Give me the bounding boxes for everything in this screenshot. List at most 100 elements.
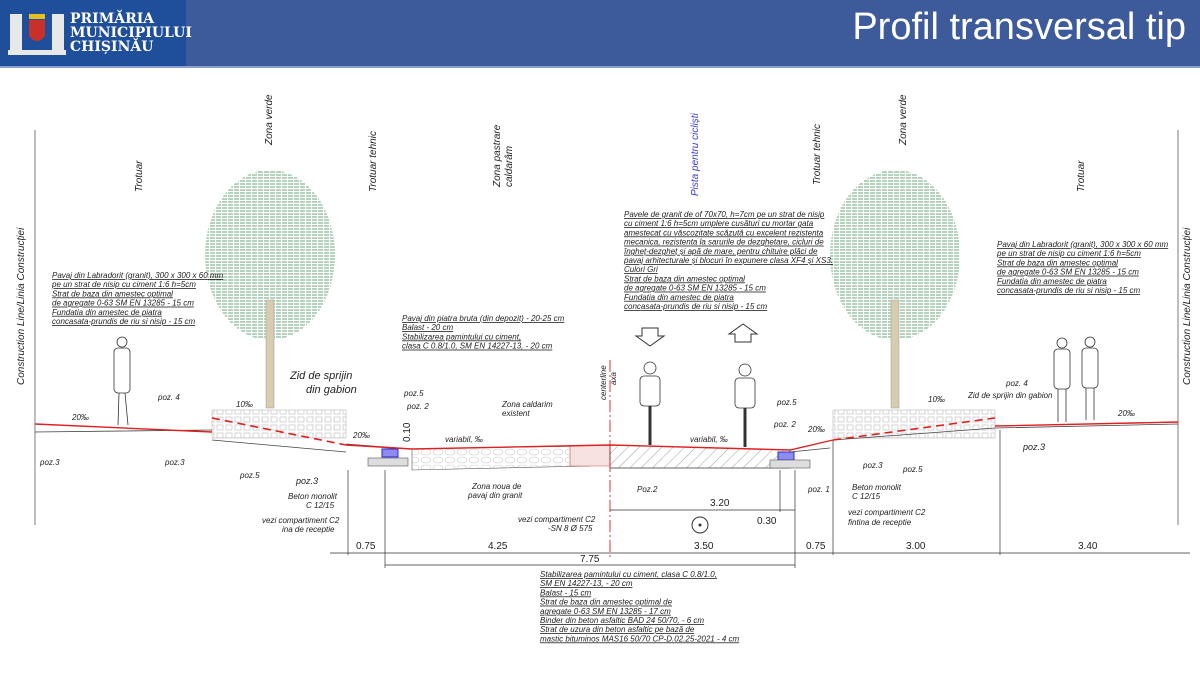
zone-label: Zona verde xyxy=(264,94,275,146)
page-title: Profil transversal tip xyxy=(852,6,1186,48)
position-label: poz.3 xyxy=(164,458,185,467)
note-line-left-sidewalk: concasata-prundis de riu si nisip - 15 c… xyxy=(52,317,196,326)
note-line-road: Strat de baza din amestec optimal de xyxy=(540,598,673,607)
pedestrian-icon xyxy=(113,336,131,426)
note-line-right-sidewalk: pe un strat de nisip cu ciment 1:6 h=5cm xyxy=(996,249,1141,258)
gabion-label: din gabion xyxy=(306,384,357,396)
gabion-wall-left xyxy=(211,409,347,439)
slope-label: 10‰ xyxy=(928,395,945,404)
new-paving-label: Zona noua de xyxy=(471,482,522,491)
arrow-up-icon xyxy=(727,323,759,343)
dimension-value: 3.20 xyxy=(710,498,730,509)
logo-line: PRIMĂRIA xyxy=(70,11,155,27)
curb-right xyxy=(777,451,795,461)
dimension-lines xyxy=(330,430,1190,568)
note-line-bike: Pavele de granit de of 70x70, h=7cm pe u… xyxy=(624,210,825,219)
dimension-value: 3.50 xyxy=(694,541,714,552)
concrete-label: C 12/15 xyxy=(306,501,335,510)
gabion-label: Zid de sprijin xyxy=(289,370,352,382)
note-line-road: mastic bituminos MAS16 50/70 CP-D.02.25-… xyxy=(540,634,740,643)
coat-of-arms-icon xyxy=(8,14,66,55)
note-line-bike: Fundatia din amestec de piatra xyxy=(624,293,734,302)
zone-label-bike: Pista pentru cicliști xyxy=(690,112,701,196)
annotation-labels: Zid de sprijin din gabion Zid de sprijin… xyxy=(39,370,1135,534)
slope-label: variabil, ‰ xyxy=(445,435,483,444)
note-line-bike: de agregate 0-63 SM EN 13285 - 15 cm xyxy=(624,284,766,293)
tree-icon xyxy=(830,170,960,409)
note-line-road: Binder din beton asfaltic BAD 24 50/70, … xyxy=(540,616,704,625)
dimension-value: 7.75 xyxy=(580,554,600,565)
concrete-base xyxy=(367,457,409,467)
note-line-road: Balast - 15 cm xyxy=(540,588,591,597)
note-line-road: Stabilizarea pamintului cu ciment, clasa… xyxy=(540,570,717,579)
zone-label: Trotuar xyxy=(134,160,145,192)
tree-icon xyxy=(205,170,335,409)
cyclist-icon xyxy=(734,363,756,447)
concrete-label: C 12/15 xyxy=(852,492,881,501)
cobblestone-zone xyxy=(411,445,591,471)
see-section-label: fintina de receptie xyxy=(848,518,912,527)
pedestrians-icon xyxy=(1053,336,1099,422)
position-label: poz.5 xyxy=(902,465,923,474)
header-bar: PRIMĂRIA MUNICIPIULUI CHIȘINĂU Profil tr… xyxy=(0,0,1200,66)
position-label: poz.5 xyxy=(776,398,797,407)
zone-labels: Trotuar Zona verde Trotuar tehnic Zona p… xyxy=(134,94,1087,196)
logo-line: CHIȘINĂU xyxy=(70,39,154,55)
position-label: poz. 2 xyxy=(773,420,796,429)
finished-surface-dashed xyxy=(211,417,996,446)
position-label: poz.3 xyxy=(1022,442,1045,452)
position-label: poz. 1 xyxy=(807,485,830,494)
dimension-value: 0.75 xyxy=(356,541,376,552)
gabion-label: Zid de sprijin din gabion xyxy=(967,391,1053,400)
note-line-bike: amestecat cu văscozitate scăzută cu exce… xyxy=(624,228,824,237)
logo-text: PRIMĂRIA MUNICIPIULUI CHIȘINĂU xyxy=(70,12,192,54)
concrete-label: Beton monolit xyxy=(852,483,902,492)
note-line-bike: concasata-prundis de riu si nisip - 15 c… xyxy=(624,302,768,311)
cyclist-icon xyxy=(639,361,661,445)
position-label: poz.5 xyxy=(239,471,260,480)
logo-line: MUNICIPIULUI xyxy=(70,25,192,41)
note-line-cobble: Balast - 20 cm xyxy=(402,323,453,332)
zone-label: Zona verde xyxy=(898,94,909,146)
concrete-base xyxy=(769,459,811,469)
note-line-left-sidewalk: Pavaj din Labradorit (granit), 300 x 300… xyxy=(52,271,224,280)
caldarim-label: existent xyxy=(502,409,530,418)
position-label: poz. 4 xyxy=(1005,379,1028,388)
construction-line-label: Construction Line/Linia Construcției xyxy=(1182,227,1193,385)
logo: PRIMĂRIA MUNICIPIULUI CHIȘINĂU xyxy=(0,0,192,66)
note-line-road: SM EN 14227-13, - 20 cm xyxy=(540,579,633,588)
annotation-notes: Pavaj din Labradorit (granit), 300 x 300… xyxy=(51,210,1169,643)
slope-label: 10‰ xyxy=(236,400,253,409)
note-line-cobble: Stabilizarea pamintului cu ciment, xyxy=(402,332,521,341)
note-line-left-sidewalk: Fundatia din amestec de piatra xyxy=(52,308,162,317)
position-label: poz. 4 xyxy=(157,393,180,402)
dimension-value: 0.75 xyxy=(806,541,826,552)
height-label: 0.10 xyxy=(402,422,413,442)
note-line-bike: Culori Gri xyxy=(624,265,658,274)
bike-lane-structure xyxy=(609,444,791,469)
arrow-down-icon xyxy=(634,327,666,347)
see-section-label: -SN 8 Ø 575 xyxy=(548,524,593,533)
note-line-bike: mecanica, rezistenta la sarurile de dezg… xyxy=(624,238,824,247)
note-line-right-sidewalk: concasata-prundis de riu si nisip - 15 c… xyxy=(997,286,1141,295)
see-section-label: ina de receptie xyxy=(282,525,335,534)
slope-label: 20‰ xyxy=(352,431,370,440)
note-line-bike: Strat de baza din amestec optimal xyxy=(624,274,745,283)
note-line-road: Strat de uzura din beton asfaltic pe baz… xyxy=(540,625,695,634)
dimension-value: 0.30 xyxy=(757,516,777,527)
curb-left xyxy=(381,448,399,458)
dimension-values: 0.75 4.25 3.50 0.75 3.00 3.40 7.75 3.20 … xyxy=(356,498,1098,565)
note-line-bike: pavaj arhitecturale și blocuri în expune… xyxy=(623,256,833,265)
caldarim-label: Zona caldarim xyxy=(501,400,553,409)
zone-label: caldarâm xyxy=(504,146,515,187)
slope-label: variabil, ‰ xyxy=(690,435,728,444)
dimension-value: 3.00 xyxy=(906,541,926,552)
note-line-bike: cu ciment 1:6 h=5cm umplere cusături cu … xyxy=(624,219,814,228)
note-line-left-sidewalk: Strat de baza din amestec optimal xyxy=(52,289,173,298)
note-line-cobble: clasa C 0.8/1.0, SM EN 14227-13, - 20 cm xyxy=(402,342,553,351)
dimension-value: 4.25 xyxy=(488,541,508,552)
centerline-label: centerline xyxy=(599,365,608,400)
note-line-cobble: Pavaj din piatra bruta (din depozit) - 2… xyxy=(402,314,565,323)
note-line-bike: îngheț-dezgheț și apă de mare, pentru ch… xyxy=(624,247,818,256)
zone-label: Zona pastrare xyxy=(492,124,503,188)
